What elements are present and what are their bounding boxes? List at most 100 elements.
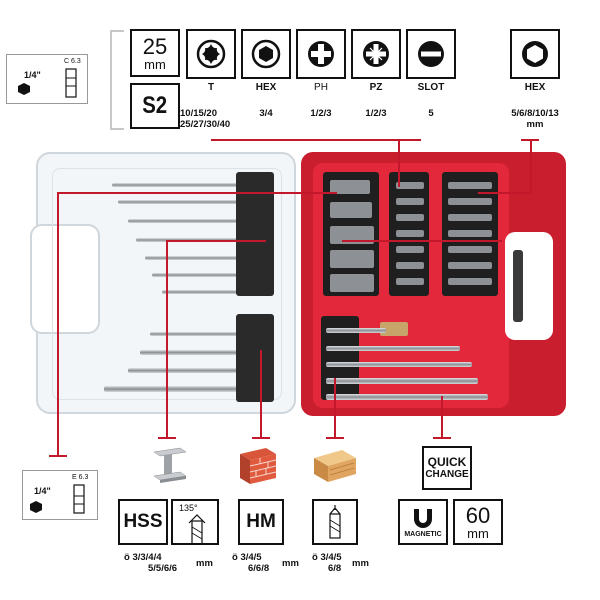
quick-change-holder <box>513 250 523 322</box>
drill-bit <box>152 273 242 277</box>
pozidriv-label: PZ <box>369 82 383 93</box>
wood-drill-box <box>312 499 358 545</box>
length-value: 25 <box>142 33 168 59</box>
leader-quick-change-tick <box>433 437 451 439</box>
nut-driver-bit <box>330 180 370 194</box>
drill-bit <box>118 200 242 204</box>
hex-icon <box>251 39 281 69</box>
leader-shank-horizontal <box>57 192 337 194</box>
tip-angle-label: 135° <box>179 503 198 513</box>
screwdriver-bit <box>396 278 424 285</box>
length-25mm-box: 25 mm <box>130 29 180 77</box>
nut-driver-bit <box>330 226 374 244</box>
hm-sizes-line1: ö 3/4/5 <box>232 552 262 563</box>
shank-c63-frame <box>6 54 88 104</box>
holder-length-unit: mm <box>467 525 489 541</box>
pozidriv-icon <box>363 41 389 67</box>
shank-fraction: 1/4" <box>34 486 51 496</box>
wood-drill-bit <box>326 328 386 333</box>
magnet-icon <box>414 508 432 528</box>
hss-tip-angle-box: 135° <box>171 499 219 545</box>
screwdriver-bit <box>396 214 424 221</box>
hss-label: HSS <box>123 511 163 532</box>
shank-profile-icon <box>73 484 85 514</box>
countersink-bit <box>380 322 408 336</box>
holder-length-box: 60 mm <box>453 499 503 545</box>
screwdriver-bit <box>396 198 424 205</box>
drill-bit <box>162 290 242 294</box>
screwdriver-bit <box>396 246 424 253</box>
leader-nut-driver-tick <box>521 139 539 141</box>
magnetic-box: MAGNETIC <box>398 499 448 545</box>
drill-bit <box>128 219 242 223</box>
screwdriver-bit <box>448 278 492 285</box>
slotted-label: SLOT <box>417 82 445 93</box>
screwdriver-bit <box>448 214 492 221</box>
drill-bit <box>104 386 242 392</box>
nut-driver-bit <box>330 202 372 218</box>
hss-box: HSS <box>118 499 168 545</box>
screwdriver-bit <box>448 182 492 189</box>
leader-wood-tick <box>326 437 344 439</box>
wood-drill-bit <box>326 394 488 400</box>
quick-change-line1: QUICK <box>427 454 467 469</box>
screwdriver-bit <box>448 230 492 237</box>
leader-shank <box>57 192 59 456</box>
pozidriv-sizes: 1/2/3 <box>365 108 387 119</box>
holder-length-value: 60 <box>465 502 491 528</box>
leader-top-bits <box>211 139 421 141</box>
drill-holder-lower <box>236 314 274 402</box>
drill-holder-upper <box>236 172 274 296</box>
leader-nut-driver <box>530 139 532 193</box>
shank-fraction: 1/4" <box>24 70 41 80</box>
drill-bit <box>112 183 242 187</box>
shank-e63-frame <box>22 470 98 520</box>
drill-bit <box>128 368 242 373</box>
leader-hss <box>166 240 168 438</box>
leader-hss-horizontal <box>166 240 266 242</box>
slotted-bit-box <box>406 29 456 79</box>
bracket-side <box>110 30 112 130</box>
screwdriver-bit <box>448 246 492 253</box>
shank-code: E 6.3 <box>72 474 89 481</box>
hex-shank-icon <box>30 501 42 513</box>
shank-c63-icon-group: 1/4" C 6.3 <box>6 54 88 104</box>
nut-driver-bit <box>330 250 374 268</box>
bracket-bottom <box>110 128 124 130</box>
hex-bit-box <box>241 29 291 79</box>
nut-driver-label: HEX <box>524 82 546 93</box>
screwdriver-bit <box>396 230 424 237</box>
torx-bit-box <box>186 29 236 79</box>
material-label: S2 <box>142 92 168 119</box>
torx-icon <box>196 39 226 69</box>
wood-drill-bit <box>326 378 478 384</box>
drill-bit <box>150 332 242 336</box>
wood-unit: mm <box>352 558 369 569</box>
s2-material-box: S2 <box>130 83 180 129</box>
screwdriver-bit <box>448 262 492 269</box>
slotted-icon <box>418 41 444 67</box>
leader-hm-tick <box>252 437 270 439</box>
leader-top-bits-drop <box>398 139 400 187</box>
torx-label: T <box>207 82 215 93</box>
hex-socket-icon <box>522 41 548 67</box>
wood-drill-tip-icon <box>329 505 341 539</box>
hss-sizes-line1: ö 3/3/4/4 <box>124 552 162 563</box>
nut-driver-box <box>510 29 560 79</box>
screwdriver-bit <box>448 198 492 205</box>
phillips-icon <box>308 41 334 67</box>
shank-code: C 6.3 <box>64 58 81 65</box>
phillips-bit-box <box>296 29 346 79</box>
phillips-label: PH <box>314 82 328 93</box>
clear-case-handle <box>30 224 100 334</box>
wood-drill-bit <box>326 346 460 351</box>
screwdriver-bit <box>396 262 424 269</box>
phillips-sizes: 1/2/3 <box>310 108 332 119</box>
magnetic-label: MAGNETIC <box>404 530 442 538</box>
length-unit: mm <box>144 56 166 72</box>
hm-label: HM <box>246 511 276 532</box>
screwdriver-bit <box>396 182 424 189</box>
wood-sizes-line1: ö 3/4/5 <box>312 552 342 563</box>
hm-unit: mm <box>282 558 299 569</box>
hss-unit: mm <box>196 558 213 569</box>
